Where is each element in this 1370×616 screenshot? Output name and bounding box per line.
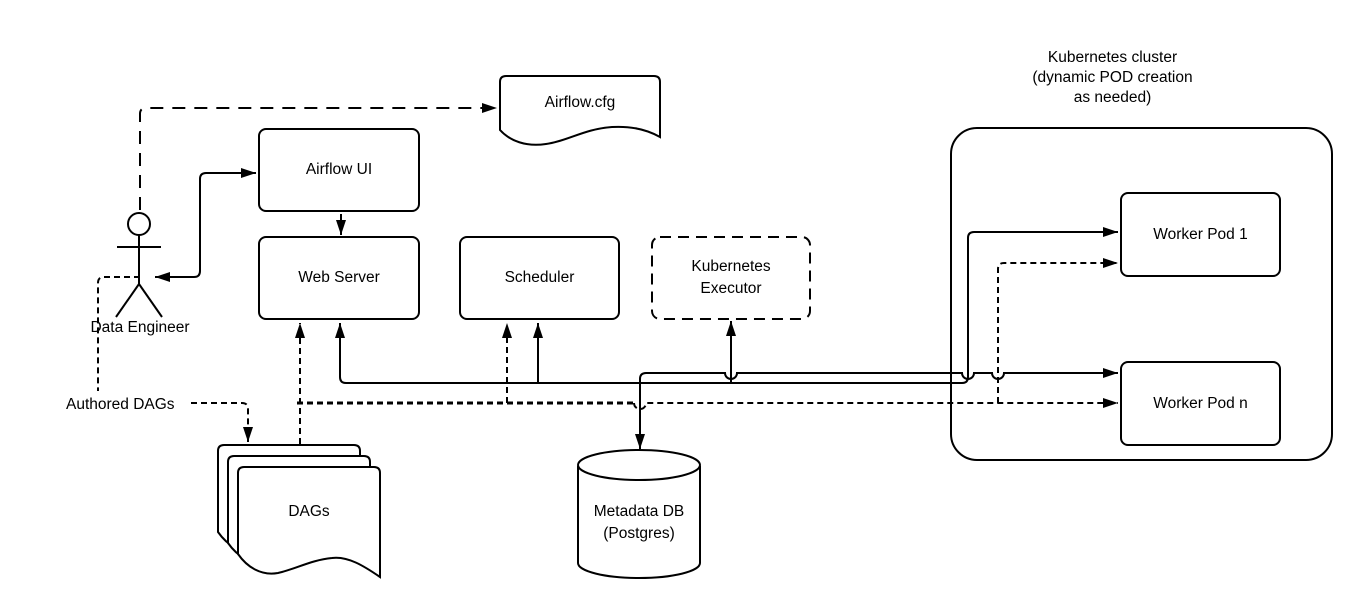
worker-pod-n-label: Worker Pod n bbox=[1153, 394, 1248, 412]
worker-pod-1-label: Worker Pod 1 bbox=[1153, 225, 1248, 243]
scheduler-node: Scheduler bbox=[459, 236, 620, 320]
cluster-title-line1: Kubernetes cluster bbox=[1047, 49, 1178, 66]
edge-metadata-db-to-worker-pod-n bbox=[635, 368, 1118, 449]
web-server-label: Web Server bbox=[298, 269, 380, 287]
airflow-ui-label: Airflow UI bbox=[305, 161, 373, 179]
worker-pod-1-node: Worker Pod 1 bbox=[1120, 192, 1281, 277]
metadata-db-label: Metadata DB (Postgres) bbox=[578, 501, 700, 544]
cluster-title-line2: (dynamic POD creation bbox=[1032, 69, 1193, 87]
edge-authored-dags-to-dags bbox=[191, 402, 253, 442]
airflow-cfg-label: Airflow.cfg bbox=[544, 94, 616, 111]
metadata-db-line2: (Postgres) bbox=[603, 524, 675, 542]
kubernetes-executor-label: Kubernetes Executor bbox=[652, 237, 810, 319]
web-server-node: Web Server bbox=[258, 236, 420, 320]
kubernetes-cluster-title: Kubernetes cluster (dynamic POD creation… bbox=[985, 48, 1240, 108]
edge-data-engineer-airflow-ui bbox=[155, 168, 256, 282]
cluster-title-line3: as needed) bbox=[1073, 89, 1152, 107]
metadata-db-cylinder bbox=[577, 449, 701, 579]
airflow-cfg-document-shape bbox=[499, 75, 661, 146]
dags-label: DAGs bbox=[288, 503, 330, 520]
edge-data-engineer-to-airflow-cfg bbox=[139, 103, 497, 210]
edge-dags-bus-to-worker-pod-n bbox=[633, 398, 1118, 410]
authored-dags-label: Authored DAGs bbox=[66, 396, 175, 413]
edge-data-engineer-to-authored-dags bbox=[97, 276, 140, 391]
airflow-ui-node: Airflow UI bbox=[258, 128, 420, 212]
metadata-db-line1: Metadata DB bbox=[593, 503, 685, 520]
dags-stack-shape bbox=[217, 444, 381, 579]
kubernetes-executor-line2: Executor bbox=[700, 280, 762, 297]
worker-pod-n-node: Worker Pod n bbox=[1120, 361, 1281, 446]
stick-figure-icon bbox=[115, 212, 163, 318]
kubernetes-executor-box bbox=[651, 236, 811, 320]
scheduler-label: Scheduler bbox=[504, 269, 575, 287]
edge-dags-branch-to-worker-pod-1 bbox=[997, 258, 1118, 403]
dags-sheet-front bbox=[237, 466, 381, 579]
data-engineer-label: Data Engineer bbox=[90, 319, 190, 336]
kubernetes-executor-line1: Kubernetes bbox=[691, 258, 771, 276]
